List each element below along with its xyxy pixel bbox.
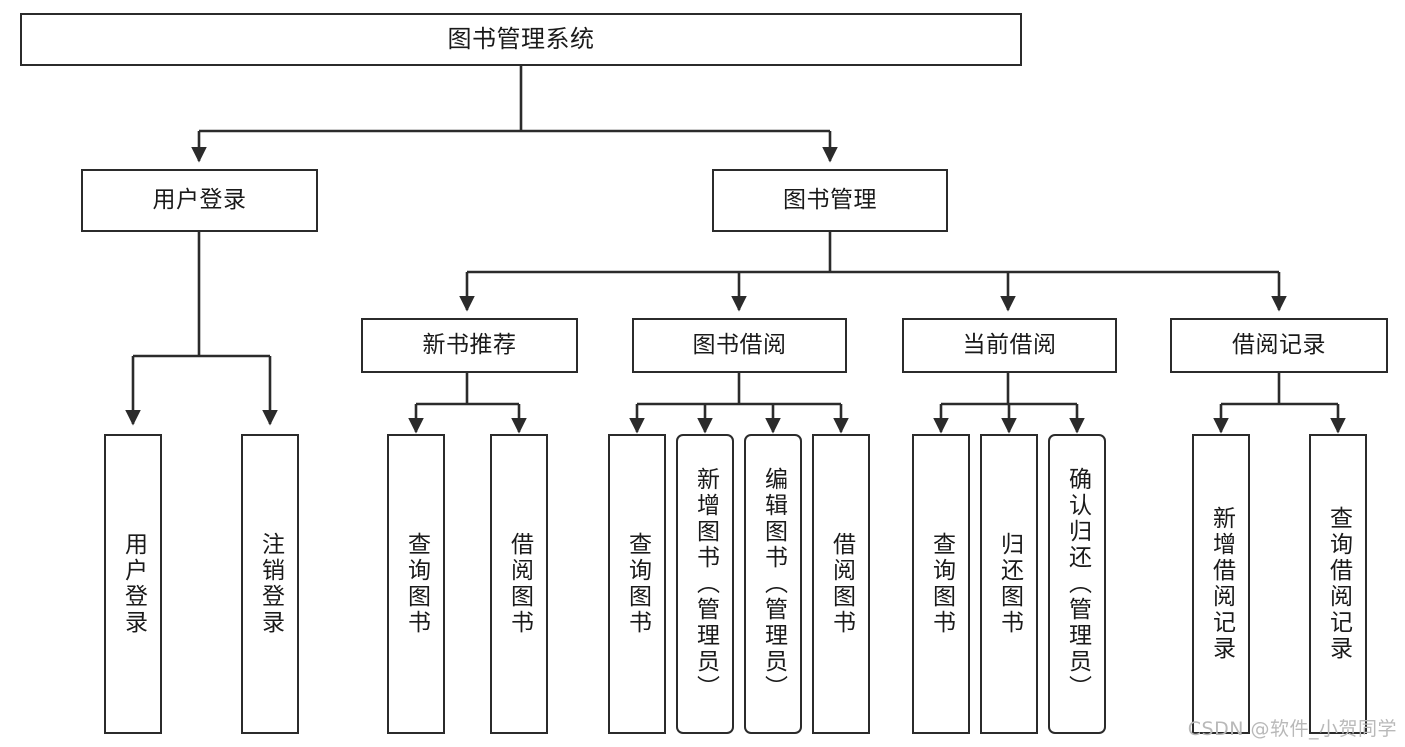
leaf-edit-book-admin[interactable]: 编辑图书（管理员） — [744, 434, 802, 734]
node-label: 确认归还（管理员） — [1064, 467, 1091, 701]
node-label: 图书管理系统 — [447, 25, 595, 54]
node-label: 查询图书 — [403, 532, 430, 636]
node-label: 图书借阅 — [692, 331, 787, 358]
node-label: 查询图书 — [624, 532, 651, 636]
node-borrow-records[interactable]: 借阅记录 — [1170, 318, 1388, 373]
node-label: 新增图书（管理员） — [692, 467, 719, 701]
node-label: 查询借阅记录 — [1325, 506, 1352, 662]
leaf-query-borrow-record[interactable]: 查询借阅记录 — [1309, 434, 1367, 734]
node-label: 新书推荐 — [422, 331, 517, 358]
leaf-borrow-books-newbook[interactable]: 借阅图书 — [490, 434, 548, 734]
node-label: 用户登录 — [152, 186, 247, 213]
leaf-query-books-current[interactable]: 查询图书 — [912, 434, 970, 734]
node-label: 归还图书 — [996, 532, 1023, 636]
leaf-borrow-books[interactable]: 借阅图书 — [812, 434, 870, 734]
node-new-book-recommendation[interactable]: 新书推荐 — [361, 318, 578, 373]
leaf-logout[interactable]: 注销登录 — [241, 434, 299, 734]
node-label: 当前借阅 — [962, 331, 1057, 358]
node-label: 借阅图书 — [828, 532, 855, 636]
node-label: 查询图书 — [928, 532, 955, 636]
leaf-user-login[interactable]: 用户登录 — [104, 434, 162, 734]
node-book-management[interactable]: 图书管理 — [712, 169, 948, 232]
leaf-query-books-newbook[interactable]: 查询图书 — [387, 434, 445, 734]
node-book-borrowing[interactable]: 图书借阅 — [632, 318, 847, 373]
node-user-login[interactable]: 用户登录 — [81, 169, 318, 232]
leaf-return-books[interactable]: 归还图书 — [980, 434, 1038, 734]
node-label: 注销登录 — [257, 532, 284, 636]
node-label: 图书管理 — [783, 186, 877, 213]
leaf-confirm-return-admin[interactable]: 确认归还（管理员） — [1048, 434, 1106, 734]
leaf-add-borrow-record[interactable]: 新增借阅记录 — [1192, 434, 1250, 734]
node-label: 用户登录 — [120, 532, 147, 636]
node-label: 借阅记录 — [1232, 331, 1326, 358]
leaf-add-book-admin[interactable]: 新增图书（管理员） — [676, 434, 734, 734]
node-label: 新增借阅记录 — [1208, 506, 1235, 662]
node-label: 编辑图书（管理员） — [760, 467, 787, 701]
node-current-borrowing[interactable]: 当前借阅 — [902, 318, 1117, 373]
node-root-book-management-system[interactable]: 图书管理系统 — [20, 13, 1022, 66]
leaf-query-books-borrow[interactable]: 查询图书 — [608, 434, 666, 734]
node-label: 借阅图书 — [506, 532, 533, 636]
watermark-credit: CSDN @软件_小贺同学 — [1187, 718, 1397, 740]
